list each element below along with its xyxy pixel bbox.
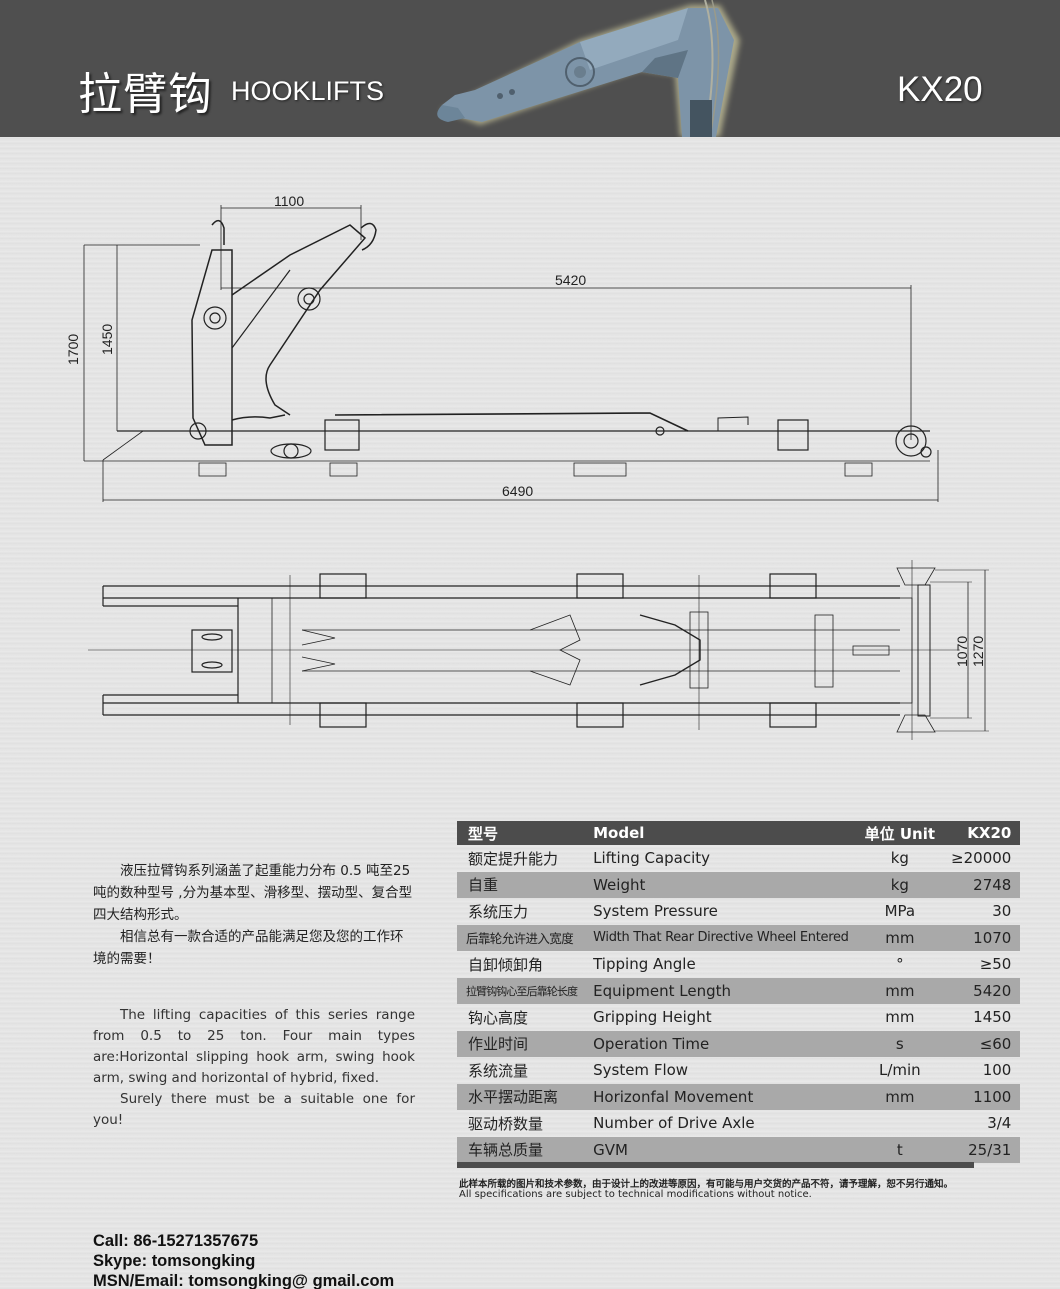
row-cn: 自卸倾卸角 [468, 955, 544, 974]
table-row: 车辆总质量 GVM t 25/31 [457, 1136, 1021, 1163]
hooklift-arm-photo [437, 0, 740, 137]
row-en: Tipping Angle [593, 955, 696, 974]
contact-email: MSN/Email: tomsongking@ gmail.com [93, 1272, 395, 1289]
dim-outer-width: 1270 [970, 636, 986, 667]
technical-drawing: 1100 5420 1700 1450 6490 [65, 193, 989, 740]
dim-overall-length: 6490 [502, 483, 533, 499]
row-en: System Pressure [593, 902, 718, 921]
row-value: 25/31 [943, 1136, 1021, 1163]
row-cn: 驱动桥数量 [468, 1114, 544, 1133]
row-en: Lifting Capacity [593, 849, 711, 868]
description-en-paragraph: Surely there must be a suitable one for … [93, 1091, 415, 1128]
row-unit: kg [890, 849, 909, 868]
row-en: Horizonfal Movement [585, 1083, 857, 1110]
row-value: 30 [992, 902, 1012, 921]
row-value: 1070 [943, 924, 1021, 951]
dim-inner-width: 1070 [954, 636, 970, 667]
row-cn: 钩心高度 [468, 1008, 529, 1027]
description-chinese: 液压拉臂钩系列涵盖了起重能力分布 0.5 吨至25 吨的数种型号 ,分为基本型、… [93, 860, 415, 970]
row-unit: mm [856, 1083, 944, 1110]
row-en: Weight [585, 871, 857, 898]
dim-hook-travel: 1100 [274, 193, 304, 209]
specification-table: 型号 Model 单位 Unit KX20 额定提升能力 Lifting Cap… [457, 821, 1021, 1163]
row-unit: ° [896, 955, 904, 974]
table-row: 后靠轮允许进入宽度 Width That Rear Directive Whee… [457, 924, 1021, 951]
row-unit: MPa [884, 902, 916, 921]
row-unit: mm [856, 977, 944, 1004]
header-model: Model [585, 821, 857, 845]
row-en: Equipment Length [585, 977, 857, 1004]
row-value: ≥50 [979, 955, 1012, 974]
table-header-row: 型号 Model 单位 Unit KX20 [457, 821, 1021, 845]
table-row: 自重 Weight kg 2748 [457, 871, 1021, 898]
row-value: ≤60 [943, 1030, 1021, 1057]
title-english: HOOKLIFTS [231, 76, 385, 106]
table-row: 自卸倾卸角 Tipping Angle ° ≥50 [457, 951, 1020, 978]
description-cn-paragraph: 相信总有一款合适的产品能满足您及您的工作环境的需要！ [93, 929, 404, 967]
row-cn: 自重 [457, 871, 586, 898]
table-row: 水平摆动距离 Horizonfal Movement mm 1100 [457, 1083, 1021, 1110]
row-value: ≥20000 [951, 849, 1012, 868]
row-cn: 作业时间 [457, 1030, 586, 1057]
description-english: The lifting capacities of this series ra… [93, 1005, 415, 1131]
dim-equipment-length: 5420 [555, 272, 586, 288]
description-cn-paragraph: 液压拉臂钩系列涵盖了起重能力分布 0.5 吨至25 吨的数种型号 ,分为基本型、… [93, 863, 413, 923]
row-en: Width That Rear Directive Wheel Entered [585, 924, 857, 951]
row-cn: 系统压力 [468, 902, 529, 921]
row-unit: t [856, 1136, 944, 1163]
row-en: Number of Drive Axle [593, 1114, 755, 1133]
row-en: GVM [585, 1136, 857, 1163]
disclaimer-english: All specifications are subject to techni… [459, 1189, 812, 1200]
row-value: 5420 [943, 977, 1021, 1004]
row-value: 3/4 [987, 1114, 1012, 1133]
row-value: 1100 [943, 1083, 1021, 1110]
side-view: 1100 5420 1700 1450 6490 [65, 193, 939, 502]
table-row: 钩心高度 Gripping Height mm 1450 [457, 1004, 1020, 1031]
row-unit: mm [856, 924, 944, 951]
row-cn: 后靠轮允许进入宽度 [457, 924, 586, 951]
contact-phone: Call: 86-15271357675 [93, 1232, 259, 1250]
header-cn: 型号 [457, 821, 586, 845]
top-view: 1070 1270 [88, 560, 989, 740]
table-row: 驱动桥数量 Number of Drive Axle 3/4 [457, 1110, 1020, 1137]
description-en-paragraph: The lifting capacities of this series ra… [93, 1007, 415, 1086]
table-row: 额定提升能力 Lifting Capacity kg ≥20000 [457, 845, 1020, 872]
row-value: 2748 [943, 871, 1021, 898]
table-row: 作业时间 Operation Time s ≤60 [457, 1030, 1021, 1057]
row-unit: kg [856, 871, 944, 898]
row-unit: mm [885, 1008, 915, 1027]
table-bottom-rule [457, 1162, 974, 1168]
row-unit: s [856, 1030, 944, 1057]
header-banner: 拉臂钩 HOOKLIFTS KX20 [0, 0, 1060, 137]
dim-overall-height: 1700 [65, 334, 81, 365]
row-unit [857, 1110, 943, 1137]
row-cn: 系统流量 [468, 1061, 529, 1080]
row-en: System Flow [593, 1061, 689, 1080]
contact-skype: Skype: tomsongking [93, 1252, 256, 1270]
row-value: 100 [982, 1061, 1012, 1080]
row-cn: 水平摆动距离 [457, 1083, 586, 1110]
row-value: 1450 [973, 1008, 1012, 1027]
row-en: Operation Time [585, 1030, 857, 1057]
table-row: 系统流量 System Flow L/min 100 [457, 1057, 1020, 1084]
model-title: KX20 [897, 70, 983, 109]
table-row: 系统压力 System Pressure MPa 30 [457, 898, 1020, 925]
title-chinese: 拉臂钩 [78, 69, 213, 120]
contact-info: Call: 86-15271357675 Skype: tomsongking … [93, 1231, 394, 1289]
header-value: KX20 [943, 821, 1021, 845]
dim-hook-height: 1450 [99, 324, 115, 355]
row-cn: 额定提升能力 [468, 849, 559, 868]
table-row: 拉臂钩钩心至后靠轮长度 Equipment Length mm 5420 [457, 977, 1021, 1004]
row-unit: L/min [878, 1061, 921, 1080]
disclaimer-chinese: 此样本所载的图片和技术参数，由于设计上的改进等原因，有可能与用户交货的产品不符，… [459, 1179, 954, 1190]
row-cn: 拉臂钩钩心至后靠轮长度 [457, 977, 586, 1004]
header-unit: 单位 Unit [856, 821, 944, 845]
row-en: Gripping Height [593, 1008, 712, 1027]
row-cn: 车辆总质量 [457, 1136, 586, 1163]
